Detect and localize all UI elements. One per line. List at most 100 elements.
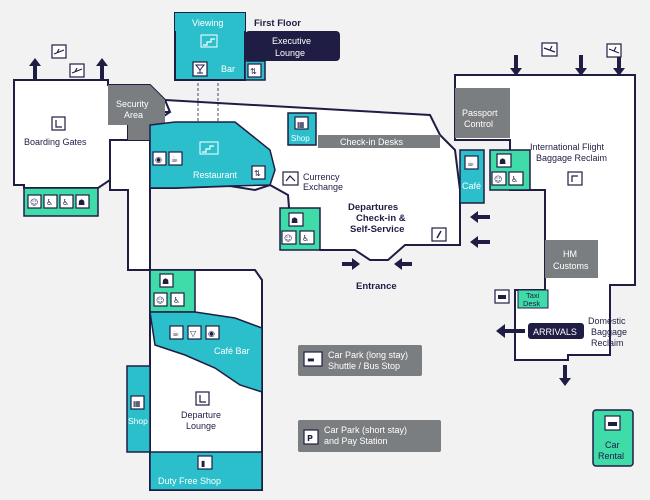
departures-facilities <box>279 207 321 251</box>
shop-top-area <box>287 112 317 146</box>
hm-label-2: Customs <box>553 261 589 271</box>
info-icon <box>51 116 66 131</box>
hm-label-1: HM <box>563 249 577 259</box>
drink-icon: ▽ <box>190 329 197 338</box>
shop-left-area <box>126 365 151 453</box>
hm-customs-area <box>545 240 598 278</box>
restaurant-area <box>149 121 276 189</box>
bar-label: Bar <box>221 64 235 74</box>
accessible-icon: ♿ <box>511 175 518 184</box>
executive-lounge-label-2: Lounge <box>275 48 305 58</box>
drink-icon <box>192 61 208 77</box>
car-park-short-label-2: and Pay Station <box>324 436 388 446</box>
cup-icon: ☕ <box>171 155 178 164</box>
duty-free-area <box>149 451 263 491</box>
currency-icon <box>282 171 299 186</box>
first-floor-label: First Floor <box>254 18 301 29</box>
car-park-short-label-1: Car Park (short stay) <box>324 425 407 435</box>
lounge-facilities <box>149 269 196 313</box>
boarding-facilities <box>23 187 99 217</box>
lounge-info-icon <box>195 391 210 406</box>
food-icon: ◉ <box>208 329 215 338</box>
parking-icon: P <box>307 434 313 443</box>
baggage-info-icon <box>567 171 583 186</box>
entrance-arrows[interactable] <box>342 258 412 270</box>
stairs-icon <box>200 34 218 48</box>
arrivals-arrow <box>496 324 525 338</box>
taxi-label-2: Desk <box>523 299 540 308</box>
car-park-long-label-2: Shuttle / Bus Stop <box>328 361 400 371</box>
car-park-short <box>298 420 441 452</box>
plane-icon <box>541 42 558 57</box>
plane-icon <box>69 63 85 78</box>
arrivals-badge <box>528 323 584 339</box>
entrance-label: Entrance <box>356 281 397 292</box>
departure-lounge-label-1: Departure <box>181 410 221 420</box>
plane-icon <box>51 44 67 59</box>
car-rental <box>592 409 634 467</box>
shop-icon: ▦ <box>297 120 305 129</box>
car-icon <box>494 289 510 304</box>
checkin-desks-label: Check-in Desks <box>340 137 404 147</box>
accessible-icon: ♿ <box>46 198 53 207</box>
baby-change-icon: ☺ <box>494 175 502 184</box>
toilets-icon: ☗ <box>78 198 85 207</box>
cup-icon: ☕ <box>172 329 179 338</box>
shop-left-label: Shop <box>128 416 148 426</box>
baby-change-icon: ☺ <box>30 198 38 207</box>
cup-icon: ☕ <box>467 159 474 168</box>
security-label-2: Area <box>124 110 143 120</box>
bus-icon: ▬ <box>307 355 315 364</box>
intl-facilities <box>489 149 531 191</box>
currency-label-1: Currency <box>303 172 340 182</box>
car-park-long-label-1: Car Park (long stay) <box>328 350 408 360</box>
cafe-right-label: Café <box>462 181 481 191</box>
accessible-icon: ♿ <box>302 234 309 243</box>
plane-icon <box>606 43 622 58</box>
duty-free-label: Duty Free Shop <box>158 476 221 486</box>
taxi-label-1: Taxi <box>526 291 540 300</box>
checkin-desks-bar <box>318 135 440 148</box>
toilets-icon: ☗ <box>499 157 506 166</box>
cafe-bar-label: Café Bar <box>214 346 250 356</box>
car-rental-label-1: Car <box>605 440 620 450</box>
car-park-long <box>298 345 422 376</box>
shop-top-label: Shop <box>291 134 310 143</box>
taxi-desk-area <box>517 289 549 309</box>
passport-label-2: Control <box>464 119 493 129</box>
departures-label-2: Check-in & <box>356 213 406 224</box>
domestic-label-3: Reclaim <box>591 338 624 348</box>
shop-icon: ▦ <box>133 399 141 408</box>
passport-label-1: Passport <box>462 108 498 118</box>
baby-change-icon: ☺ <box>284 234 292 243</box>
security-label-1: Security <box>116 99 149 109</box>
car-rental-label-2: Rental <box>598 451 624 461</box>
self-service-icon <box>431 227 447 242</box>
departures-label-3: Self-Service <box>350 224 404 235</box>
toilets-icon: ☗ <box>291 216 298 225</box>
baby-change-icon: ☺ <box>156 296 164 305</box>
toilets-icon: ☗ <box>162 277 169 286</box>
currency-label-2: Exchange <box>303 182 343 192</box>
exit-arrows <box>29 55 625 386</box>
executive-lounge-label-1: Executive <box>272 36 311 46</box>
duty-free-icon: ▮ <box>201 459 205 468</box>
viewing-label: Viewing <box>192 18 223 28</box>
passport-control-area <box>455 88 510 138</box>
accessible-icon: ♿ <box>62 198 69 207</box>
departures-label-1: Departures <box>348 202 398 213</box>
intl-label-1: International Flight <box>530 142 605 152</box>
arrivals-label: ARRIVALS <box>533 327 577 337</box>
cafe-bar-area <box>149 311 263 394</box>
accessible-icon: ♿ <box>173 296 180 305</box>
intl-label-2: Baggage Reclaim <box>536 153 607 163</box>
cafe-right-area <box>459 149 485 204</box>
domestic-label-1: Domestic <box>588 316 626 326</box>
boarding-gates-label: Boarding Gates <box>24 137 87 147</box>
lift-icon: ⇅ <box>247 63 262 78</box>
restaurant-label: Restaurant <box>193 170 238 180</box>
domestic-label-2: Baggage <box>591 327 627 337</box>
first-floor-connector <box>197 78 219 122</box>
food-icon: ◉ <box>155 155 162 164</box>
